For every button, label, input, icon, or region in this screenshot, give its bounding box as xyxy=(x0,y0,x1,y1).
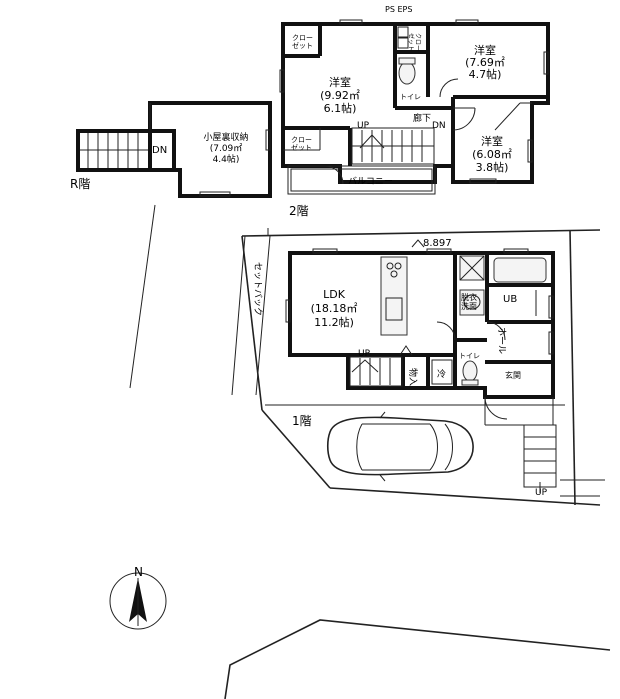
roof-stair xyxy=(80,133,148,168)
washroom-label: 脱衣洗面 xyxy=(461,292,477,311)
first-toilet-label: トイレ xyxy=(459,352,480,360)
second-ps-eps: PS EPS xyxy=(385,5,412,14)
room-b-name: 洋室 xyxy=(474,43,496,57)
room-a-area: (9.92㎡ xyxy=(320,89,360,102)
second-floor xyxy=(279,19,550,195)
roof-storage-area: (7.09㎡ xyxy=(210,143,243,154)
first-floor xyxy=(285,248,555,420)
entrance-steps xyxy=(484,397,557,493)
storage-label: 物入 xyxy=(407,368,419,386)
site-boundary xyxy=(129,204,611,699)
room-b-area: (7.69㎡ xyxy=(465,56,505,69)
room-c-tatami: 3.8帖) xyxy=(476,161,509,174)
room-b-tatami: 4.7帖) xyxy=(469,68,502,81)
room-c-area: (6.08㎡ xyxy=(472,148,512,161)
bathtub xyxy=(493,257,547,283)
north-arrow-icon xyxy=(109,572,167,630)
second-floor-title: 2階 xyxy=(289,203,309,218)
second-toilet-fixture xyxy=(398,61,416,85)
second-closet-3: クローゼット xyxy=(291,136,312,152)
roof-storage-name: 小屋裏収納 xyxy=(203,131,248,143)
ldk-name: LDK xyxy=(323,288,346,301)
car-icon xyxy=(326,411,474,482)
room-c-name: 洋室 xyxy=(481,134,503,148)
setback-label: セットバック xyxy=(252,262,263,316)
roof-stair-dn: DN xyxy=(152,145,167,156)
second-closet-2: クローゼット xyxy=(407,33,421,51)
room-a-name: 洋室 xyxy=(329,75,351,89)
first-hall-label: ホール xyxy=(496,327,507,354)
compass-north-label: N xyxy=(134,565,143,579)
second-toilet-label: トイレ xyxy=(400,93,421,101)
roof-floor-title: R階 xyxy=(70,176,90,191)
second-hall-label: 廊下 xyxy=(413,112,431,124)
road-width-label: 8.897 xyxy=(423,238,452,249)
second-stair xyxy=(351,127,435,165)
kitchen-counter xyxy=(380,256,408,336)
second-closet-1: クローゼット xyxy=(292,34,313,50)
balcony-label: バルコニー xyxy=(348,176,393,187)
second-dn-label: DN xyxy=(432,121,446,131)
first-stair xyxy=(349,356,403,387)
ldk-area: (18.18㎡ xyxy=(311,302,358,315)
first-toilet-fixture xyxy=(462,360,478,382)
ub-label: UB xyxy=(503,294,517,305)
fridge-label: 冷 xyxy=(437,368,446,380)
second-up-label: UP xyxy=(357,121,370,131)
roof-storage-tatami: 4.4帖) xyxy=(213,153,240,165)
entry-up-label: UP xyxy=(535,488,548,498)
ldk-tatami: 11.2帖) xyxy=(314,316,354,329)
entrance-label: 玄関 xyxy=(505,370,521,380)
room-a-tatami: 6.1帖) xyxy=(324,102,357,115)
roof-floor xyxy=(76,101,272,198)
first-floor-title: 1階 xyxy=(292,413,312,428)
first-up-label: UP xyxy=(358,349,371,359)
